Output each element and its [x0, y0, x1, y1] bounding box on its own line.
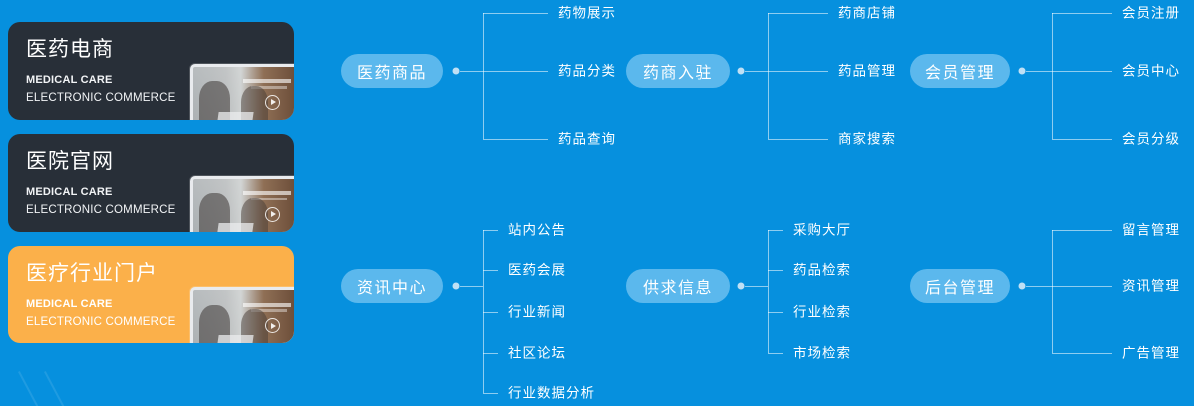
connector-stem — [460, 71, 483, 72]
connector-arm — [1052, 139, 1112, 140]
mindmap-leaf-label[interactable]: 留言管理 — [1122, 222, 1180, 238]
connector-arm — [768, 13, 828, 14]
card-subtitle-secondary: ELECTRONIC COMMERCE — [26, 315, 176, 328]
mindmap-node-branch-member-management[interactable]: 会员管理 — [910, 54, 1010, 88]
mindmap-leaf-label[interactable]: 医药会展 — [508, 262, 566, 278]
connector-stem — [460, 286, 483, 287]
mindmap-leaf-label[interactable]: 采购大厅 — [793, 222, 851, 238]
preview-headline-bar — [242, 302, 291, 307]
card-title: 医院官网 — [26, 149, 114, 173]
connector-dot — [452, 282, 460, 290]
connector-arm — [1052, 230, 1112, 231]
mindmap-leaf-label[interactable]: 市场检索 — [793, 345, 851, 361]
mindmap-leaf-label[interactable]: 药品查询 — [558, 131, 616, 147]
site-preview-thumbnail — [190, 63, 294, 120]
preview-headline-bar — [242, 190, 291, 195]
card-body: 医院官网 MEDICAL CARE ELECTRONIC COMMERCE — [8, 134, 294, 232]
play-icon — [265, 94, 281, 110]
mindmap-leaf-label[interactable]: 药商店铺 — [838, 5, 896, 21]
site-type-card[interactable]: 医院官网 MEDICAL CARE ELECTRONIC COMMERCE — [8, 133, 294, 232]
mindmap-leaf-label[interactable]: 行业检索 — [793, 304, 851, 320]
connector-dot — [1018, 67, 1026, 75]
connector-dot — [1018, 282, 1026, 290]
connector-arm — [483, 312, 498, 313]
connector-stem — [1026, 286, 1052, 287]
mindmap-leaf-label[interactable]: 药品分类 — [558, 63, 616, 79]
connector-arm — [1052, 286, 1112, 287]
mindmap-leaf-label[interactable]: 行业数据分析 — [508, 385, 595, 401]
connector-bracket — [1052, 230, 1053, 353]
card-title: 医药电商 — [26, 38, 114, 61]
site-preview-thumbnail — [190, 175, 294, 232]
mindmap-node-branch-medicine-products[interactable]: 医药商品 — [341, 54, 443, 88]
mindmap-leaf-label[interactable]: 药品检索 — [793, 262, 851, 278]
card-subtitle-primary: MEDICAL CARE — [26, 297, 113, 310]
preview-headline-bar — [242, 79, 291, 83]
preview-subheadline-bar — [251, 85, 287, 89]
connector-arm — [768, 312, 783, 313]
connector-bracket — [1052, 13, 1053, 139]
card-subtitle-primary: MEDICAL CARE — [26, 74, 113, 87]
connector-arm — [483, 71, 548, 72]
mindmap-node-branch-pharma-onboarding[interactable]: 药商入驻 — [626, 54, 730, 88]
connector-arm — [768, 139, 828, 140]
mindmap-leaf-label[interactable]: 会员中心 — [1122, 63, 1180, 79]
connector-bracket — [768, 13, 769, 139]
site-type-card[interactable]: 医药电商 MEDICAL CARE ELECTRONIC COMMERCE — [8, 22, 294, 120]
card-title: 医疗行业门户 — [26, 261, 158, 285]
mindmap-leaf-label[interactable]: 药物展示 — [558, 5, 616, 21]
mindmap-node-branch-information-center[interactable]: 资讯中心 — [341, 269, 443, 303]
mindmap-node-branch-backend-management[interactable]: 后台管理 — [910, 269, 1010, 303]
connector-arm — [483, 230, 498, 231]
connector-stem — [745, 71, 768, 72]
mindmap-node-branch-supply-demand[interactable]: 供求信息 — [626, 269, 730, 303]
site-preview-thumbnail — [190, 287, 294, 344]
mindmap-leaf-label[interactable]: 行业新闻 — [508, 304, 566, 320]
connector-bracket — [483, 230, 484, 393]
connector-arm — [1052, 13, 1112, 14]
mindmap-leaf-label[interactable]: 会员分级 — [1122, 131, 1180, 147]
connector-dot — [737, 67, 745, 75]
connector-stem — [1026, 71, 1052, 72]
preview-subheadline-bar — [251, 309, 287, 313]
mindmap-leaf-label[interactable]: 资讯管理 — [1122, 278, 1180, 294]
connector-arm — [768, 353, 783, 354]
site-type-card-list: 医药电商 MEDICAL CARE ELECTRONIC COMMERCE 医院官网 M… — [8, 22, 302, 357]
connector-arm — [768, 71, 828, 72]
card-subtitle-primary: MEDICAL CARE — [26, 186, 113, 199]
connector-arm — [483, 270, 498, 271]
connector-arm — [483, 139, 548, 140]
connector-dot — [452, 67, 460, 75]
site-type-card[interactable]: 医疗行业门户 MEDICAL CARE ELECTRONIC COMMERCE — [8, 245, 294, 344]
card-body: 医药电商 MEDICAL CARE ELECTRONIC COMMERCE — [8, 22, 294, 120]
mindmap-leaf-label[interactable]: 药品管理 — [838, 63, 896, 79]
mindmap-leaf-label[interactable]: 站内公告 — [508, 222, 566, 238]
card-subtitle-secondary: ELECTRONIC COMMERCE — [26, 92, 176, 105]
play-icon — [265, 206, 281, 222]
connector-bracket — [768, 230, 769, 353]
card-body: 医疗行业门户 MEDICAL CARE ELECTRONIC COMMERCE — [8, 246, 294, 344]
connector-stem — [745, 286, 768, 287]
connector-arm — [483, 13, 548, 14]
mindmap-leaf-label[interactable]: 会员注册 — [1122, 5, 1180, 21]
connector-dot — [737, 282, 745, 290]
connector-arm — [1052, 353, 1112, 354]
mindmap-leaf-label[interactable]: 社区论坛 — [508, 345, 566, 361]
card-subtitle-secondary: ELECTRONIC COMMERCE — [26, 204, 176, 217]
connector-arm — [768, 270, 783, 271]
preview-subheadline-bar — [251, 197, 287, 201]
connector-arm — [483, 353, 498, 354]
connector-bracket — [483, 13, 484, 139]
connector-arm — [483, 393, 498, 394]
connector-arm — [768, 230, 783, 231]
mindmap-leaf-label[interactable]: 商家搜索 — [838, 131, 896, 147]
connector-arm — [1052, 71, 1112, 72]
mindmap-leaf-label[interactable]: 广告管理 — [1122, 345, 1180, 361]
play-icon — [265, 318, 281, 334]
